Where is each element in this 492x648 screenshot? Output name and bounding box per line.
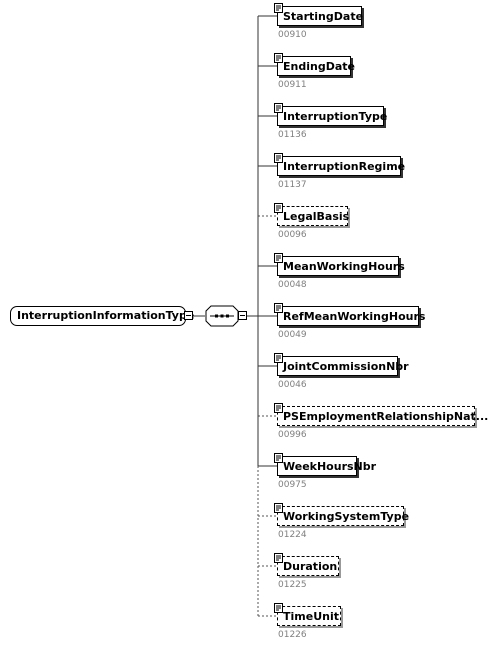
- root-type-node[interactable]: InterruptionInformationType: [10, 306, 194, 326]
- element-icon: [274, 103, 283, 113]
- element-name: WeekHoursNbr: [283, 460, 377, 473]
- element-code: 01224: [278, 530, 307, 540]
- root-collapse-button[interactable]: [184, 311, 193, 320]
- element-name: LegalBasis: [283, 210, 350, 223]
- element-icon: [274, 603, 283, 613]
- element-icon: [274, 53, 283, 63]
- element-code: 00911: [278, 80, 307, 90]
- element-node[interactable]: RefMeanWorkingHours: [274, 303, 425, 326]
- element-icon: [274, 153, 283, 163]
- element-name: WorkingSystemType: [283, 510, 410, 523]
- element-code: 00048: [278, 280, 307, 290]
- element-node[interactable]: WorkingSystemType: [274, 503, 409, 526]
- element-code: 01136: [278, 130, 307, 140]
- element-node[interactable]: InterruptionRegime: [274, 153, 405, 176]
- element-name: MeanWorkingHours: [283, 260, 405, 273]
- element-icon: [274, 3, 283, 13]
- element-name: StartingDate: [283, 10, 364, 23]
- element-name: InterruptionRegime: [283, 160, 406, 173]
- element-icon: [274, 253, 283, 263]
- element-code: 00910: [278, 30, 307, 40]
- root-type-label: InterruptionInformationType: [17, 309, 195, 322]
- element-code: 00996: [278, 430, 307, 440]
- element-name: Duration: [283, 560, 338, 573]
- element-name: RefMeanWorkingHours: [283, 310, 426, 323]
- sequence-collapse-button[interactable]: [238, 311, 247, 320]
- sequence-compositor-icon[interactable]: [205, 305, 239, 327]
- element-node[interactable]: WeekHoursNbr: [274, 453, 376, 476]
- element-icon: [274, 453, 283, 463]
- element-code: 01225: [278, 580, 307, 590]
- element-name: InterruptionType: [283, 110, 388, 123]
- element-node[interactable]: PSEmploymentRelationshipNat...: [274, 403, 488, 426]
- element-node[interactable]: StartingDate: [274, 3, 364, 26]
- element-node[interactable]: EndingDate: [274, 53, 355, 76]
- element-code: 00046: [278, 380, 307, 390]
- element-name: EndingDate: [283, 60, 355, 73]
- element-code: 01137: [278, 180, 307, 190]
- element-icon: [274, 503, 283, 513]
- element-node[interactable]: MeanWorkingHours: [274, 253, 405, 276]
- element-icon: [274, 303, 283, 313]
- element-node[interactable]: TimeUnit: [274, 603, 341, 626]
- element-icon: [274, 353, 283, 363]
- element-code: 00049: [278, 330, 307, 340]
- element-code: 00975: [278, 480, 307, 490]
- element-code: 01226: [278, 630, 307, 640]
- element-name: JointCommissionNbr: [283, 360, 409, 373]
- element-icon: [274, 203, 283, 213]
- element-name: TimeUnit: [283, 610, 339, 623]
- element-node[interactable]: InterruptionType: [274, 103, 388, 126]
- element-icon: [274, 553, 283, 563]
- element-name: PSEmploymentRelationshipNat...: [283, 410, 489, 423]
- element-icon: [274, 403, 283, 413]
- element-node[interactable]: JointCommissionNbr: [274, 353, 409, 376]
- element-node[interactable]: Duration: [274, 553, 339, 576]
- element-code: 00096: [278, 230, 307, 240]
- element-node[interactable]: LegalBasis: [274, 203, 350, 226]
